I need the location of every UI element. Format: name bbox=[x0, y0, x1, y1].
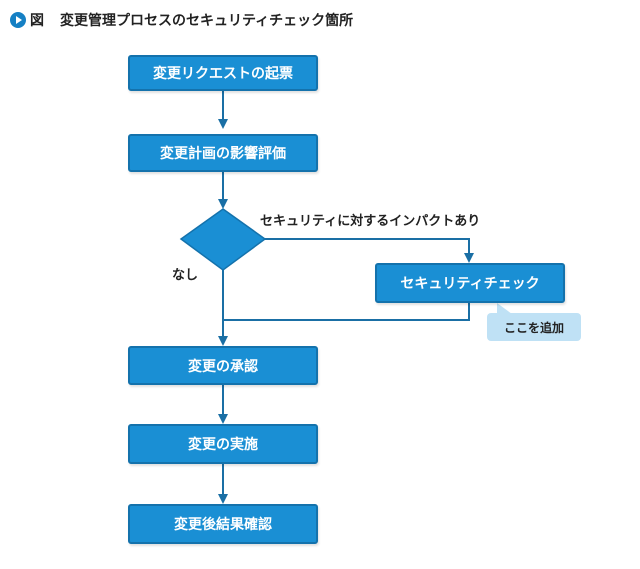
decision-diamond bbox=[179, 208, 267, 271]
figure-label: 図 bbox=[30, 13, 44, 29]
line-security-check-return bbox=[223, 303, 470, 321]
step-security-check: セキュリティチェック bbox=[375, 263, 565, 303]
step-impact-assessment: 変更計画の影響評価 bbox=[128, 134, 318, 172]
callout-added-here: ここを追加 bbox=[487, 313, 581, 341]
figure-title: 図 変更管理プロセスのセキュリティチェック箇所 bbox=[10, 9, 353, 31]
callout-pointer bbox=[497, 303, 512, 314]
step-implementation: 変更の実施 bbox=[128, 424, 318, 464]
step-post-change-verification: 変更後結果確認 bbox=[128, 504, 318, 544]
decision-no-label: なし bbox=[172, 268, 199, 283]
arrow-decision-to-security-check bbox=[265, 238, 474, 263]
figure-heading: 変更管理プロセスのセキュリティチェック箇所 bbox=[60, 13, 354, 29]
step-approval: 変更の承認 bbox=[128, 346, 318, 385]
decision-yes-label: セキュリティに対するインパクトあり bbox=[260, 214, 481, 229]
play-triangle-icon bbox=[10, 12, 26, 28]
step-change-request: 変更リクエストの起票 bbox=[128, 55, 318, 91]
